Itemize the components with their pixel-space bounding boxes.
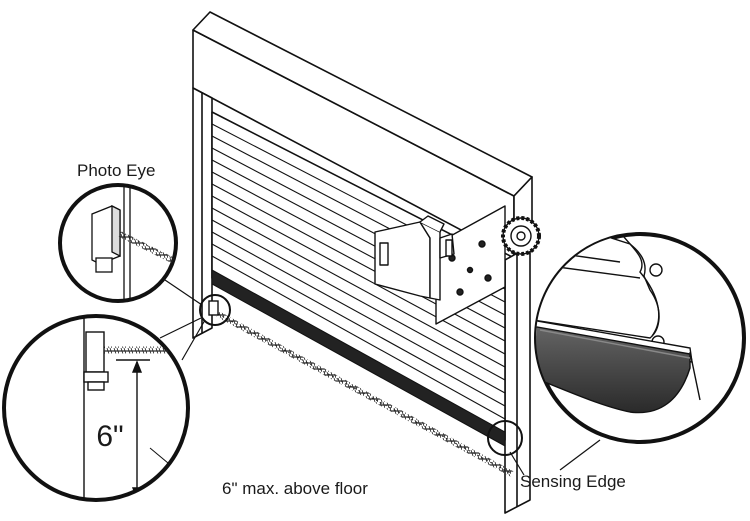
leader-lines — [159, 279, 601, 476]
curtain-slats — [211, 123, 506, 420]
sensing-edge-detail — [534, 232, 746, 444]
height-detail: 6" — [2, 314, 190, 502]
photo-eye-marker — [199, 294, 231, 326]
sensing-edge-rubber — [536, 323, 691, 414]
sensing-edge-label: Sensing Edge — [520, 472, 626, 491]
height-value: 6" — [96, 420, 123, 453]
bottom-bar — [211, 269, 506, 447]
height-note-label: 6" max. above floor — [222, 479, 368, 498]
sprocket — [501, 216, 541, 256]
photo-eye-sensor — [208, 300, 219, 316]
photo-eye-detail — [58, 183, 178, 303]
motor-operator — [374, 205, 506, 325]
photo-eye-label: Photo Eye — [77, 161, 155, 180]
sensing-edge-marker — [487, 420, 523, 456]
